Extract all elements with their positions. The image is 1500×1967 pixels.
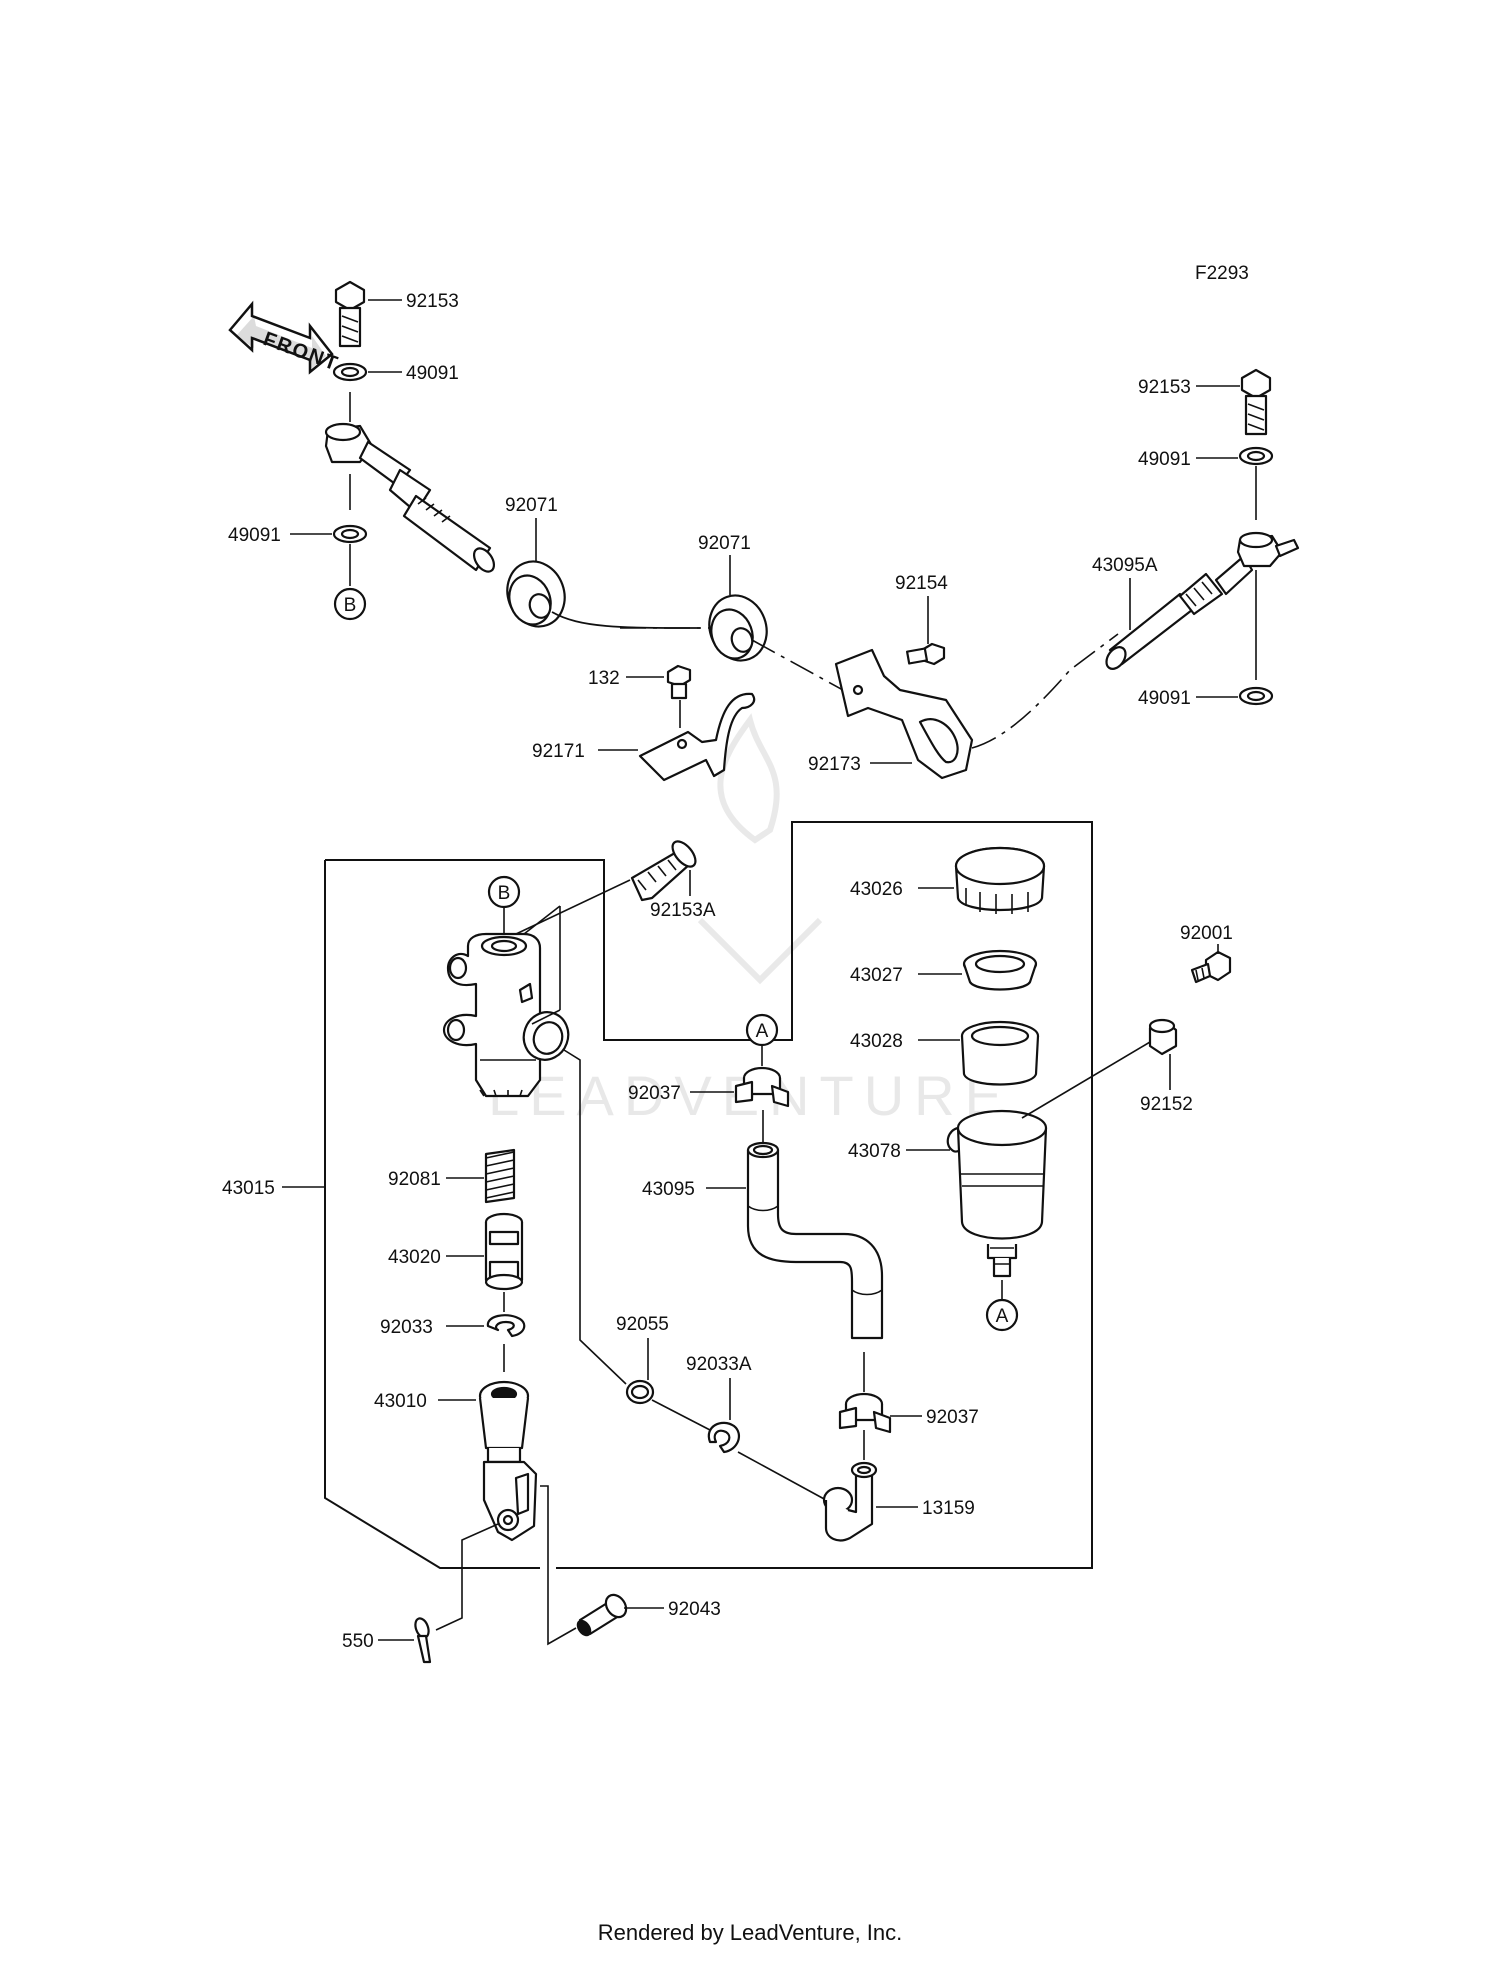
- cotter-pin-550: [414, 1617, 432, 1664]
- circlip-92033a: [707, 1421, 741, 1454]
- ref-marker-a-upper: [745, 1013, 779, 1047]
- callout-92173: 92173: [808, 754, 861, 775]
- hose-bracket-92173: [834, 648, 974, 780]
- grommet-mid: [708, 594, 768, 662]
- banjo-bolt-right: [1240, 368, 1272, 436]
- callout-49091-bottom-right: 49091: [1138, 688, 1191, 709]
- callout-92153a: 92153A: [650, 900, 716, 921]
- callout-43015: 43015: [222, 1178, 275, 1199]
- screw-92001: [1190, 950, 1232, 984]
- reservoir-cap-43026: [954, 846, 1046, 914]
- ref-marker-a-lower-label: A: [996, 1306, 1009, 1327]
- callout-92154: 92154: [895, 573, 948, 594]
- callout-49091-top-left: 49091: [406, 363, 459, 384]
- callout-550: 550: [342, 1631, 374, 1652]
- diaphragm-plate-43027: [962, 949, 1038, 991]
- circlip-92033: [486, 1314, 526, 1338]
- spring-92081: [484, 1148, 516, 1204]
- callout-92153-top-right: 92153: [1138, 377, 1191, 398]
- banjo-fitting-13159: [822, 1461, 878, 1542]
- callout-49091-top-right: 49091: [1138, 449, 1191, 470]
- callout-92001: 92001: [1180, 923, 1233, 944]
- watermark-logo: LEADVENTURE: [488, 713, 1002, 1127]
- banjo-bolt-left: [334, 280, 366, 348]
- hose-clamp-92037-top: [734, 1066, 790, 1108]
- callout-92033: 92033: [380, 1317, 433, 1338]
- callout-92081: 92081: [388, 1169, 441, 1190]
- master-cylinder-body: [442, 932, 570, 1098]
- callout-92043: 92043: [668, 1599, 721, 1620]
- ref-marker-a-upper-label: A: [756, 1021, 769, 1042]
- callout-92037-top: 92037: [628, 1083, 681, 1104]
- ref-marker-b-lower-label: B: [498, 883, 511, 904]
- figure-code: F2293: [1195, 263, 1249, 284]
- assembly-frame: [325, 821, 1093, 1569]
- callout-49091-left: 49091: [228, 525, 281, 546]
- ref-marker-a-lower: [985, 1298, 1019, 1332]
- callout-43095: 43095: [642, 1179, 695, 1200]
- callout-132: 132: [588, 668, 620, 689]
- callout-43026: 43026: [850, 879, 903, 900]
- hose-clamp-92037-bottom: [838, 1392, 892, 1434]
- boot-43010: [478, 1380, 538, 1542]
- callout-92071-mid: 92071: [698, 533, 751, 554]
- grommet-left: [506, 560, 566, 628]
- front-arrow-icon: FRONT: [228, 300, 342, 376]
- callout-43095a: 43095A: [1092, 555, 1158, 576]
- callout-92033a: 92033A: [686, 1354, 752, 1375]
- pin-92043: [576, 1593, 628, 1637]
- footer-credit: Rendered by LeadVenture, Inc.: [598, 1920, 903, 1945]
- bolt-92153a: [630, 840, 697, 902]
- callout-43027: 43027: [850, 965, 903, 986]
- clamp-92171: [638, 692, 756, 782]
- callout-92153-top-left: 92153: [406, 291, 459, 312]
- ref-marker-b-lower: [487, 875, 521, 909]
- callout-92171: 92171: [532, 741, 585, 762]
- diaphragm-43028: [960, 1020, 1040, 1086]
- callout-13159: 13159: [922, 1498, 975, 1519]
- reservoir-43078: [946, 1109, 1048, 1278]
- callout-43010: 43010: [374, 1391, 427, 1412]
- brake-hose-right-end: [1105, 531, 1300, 670]
- bolt-132: [666, 664, 692, 700]
- ref-marker-b-top-label: B: [344, 595, 357, 616]
- callout-43078: 43078: [848, 1141, 901, 1162]
- callout-43020: 43020: [388, 1247, 441, 1268]
- reservoir-hose-43095: [746, 1141, 884, 1340]
- callout-92152: 92152: [1140, 1094, 1193, 1115]
- bolt-92154: [905, 642, 946, 666]
- callout-92037-bottom: 92037: [926, 1407, 979, 1428]
- callout-43028: 43028: [850, 1031, 903, 1052]
- brake-hose-left-end: [324, 422, 496, 573]
- callout-92055: 92055: [616, 1314, 669, 1335]
- ref-marker-b-top: [333, 587, 367, 621]
- callout-92071-left: 92071: [505, 495, 558, 516]
- collar-92152: [1148, 1018, 1178, 1056]
- piston-43020: [484, 1212, 524, 1291]
